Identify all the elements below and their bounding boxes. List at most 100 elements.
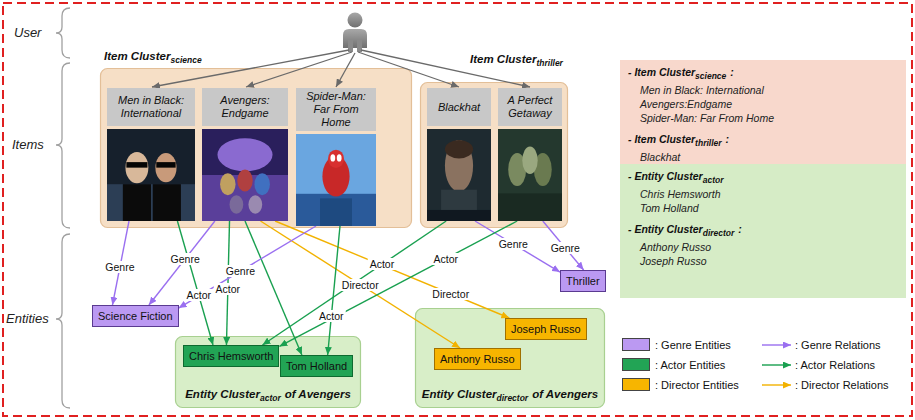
poster-shape	[296, 194, 376, 226]
poster-shape	[254, 173, 269, 195]
legend-arrow	[762, 344, 791, 345]
poster-shape	[125, 152, 148, 183]
movie-title-text: A Perfect Getaway	[500, 94, 560, 120]
poster-shape	[153, 184, 181, 221]
entity-name: Thriller	[566, 275, 600, 287]
list-heading: :	[730, 66, 734, 78]
title-subscript: thriller	[536, 58, 562, 68]
legend-arrow	[762, 364, 791, 365]
relation-label: Actor	[317, 310, 346, 322]
movie-item: Avengers: Endgame	[202, 88, 288, 221]
legend-swatch	[622, 338, 650, 351]
cluster-title-text: Entity Cluster	[422, 388, 497, 400]
legend-text: : Director Relations	[795, 378, 889, 392]
cluster-fill	[416, 309, 605, 408]
relation-arrow	[279, 221, 517, 346]
relation-arrow	[177, 221, 213, 345]
list-item: Spider-Man: Far From Home	[628, 112, 774, 124]
relation-arrow	[275, 221, 509, 318]
list-heading: - Item Cluster	[628, 133, 695, 145]
legend-arrow	[762, 384, 791, 385]
cluster-title: Item Clusterscience	[104, 49, 202, 67]
entity-name: Joseph Russo	[511, 323, 581, 335]
movie-title-text: Blackhat	[438, 101, 480, 114]
entity-box: Thriller	[560, 270, 606, 292]
movie-title: Men in Black: International	[107, 88, 195, 126]
poster-shape	[320, 198, 352, 226]
panel-line: Tom Holland	[628, 201, 898, 215]
cluster-list-panel: - Entity ClusteractorChris HemsworthTom …	[620, 164, 906, 298]
legend-text: : Genre Relations	[795, 338, 881, 352]
cluster-region: Item ClusterthrillerBlackhatA Perfect Ge…	[420, 82, 568, 228]
panel-line: - Entity Clusteractor	[628, 169, 898, 187]
poster-shape	[107, 129, 195, 221]
movie-title: Blackhat	[427, 88, 491, 126]
legend-text: : Actor Relations	[795, 358, 875, 372]
movie-title-text: Avengers: Endgame	[204, 94, 286, 120]
relation-arrow	[475, 221, 560, 272]
movie-poster	[296, 134, 376, 226]
title-subscript: science	[170, 55, 201, 65]
panel-line: - Entity Clusterdirector:	[628, 222, 898, 240]
layer-label: Entities	[6, 311, 49, 326]
layer-label: User	[14, 25, 41, 40]
title-subscript: director	[703, 228, 735, 238]
poster-shape	[330, 154, 335, 161]
relation-label: Genre	[497, 238, 530, 250]
legend-swatch	[622, 358, 650, 371]
cluster-region: Entity Clusteractorof AvengersChris Hems…	[175, 336, 361, 408]
title-subscript: thriller	[695, 138, 721, 148]
panel-line: - Item Clusterscience:	[628, 65, 898, 83]
relation-label: Actor	[368, 258, 397, 270]
poster-shape	[296, 134, 376, 226]
title-subscript: actor	[703, 175, 724, 185]
panel-line: - Item Clusterthriller:	[628, 132, 898, 150]
entity-name: Science Fiction	[98, 310, 173, 322]
movie-title: Avengers: Endgame	[202, 88, 288, 126]
poster-shape	[217, 138, 272, 171]
movie-poster	[427, 129, 491, 221]
cluster-fill	[101, 69, 412, 228]
list-item: Avengers:Endgame	[628, 98, 732, 110]
list-heading: :	[738, 223, 742, 235]
relation-arrow	[149, 221, 215, 305]
poster-shape	[427, 129, 491, 221]
poster-shape	[230, 195, 244, 213]
list-item: Men in Black: International	[628, 84, 764, 96]
list-heading: - Entity Cluster	[628, 223, 703, 235]
list-item: Tom Holland	[628, 202, 699, 214]
list-heading: - Item Cluster	[628, 66, 695, 78]
list-item: Joseph Russo	[628, 255, 707, 267]
poster-shape	[337, 154, 342, 161]
user-icon	[343, 13, 367, 53]
legend-swatch	[622, 378, 650, 391]
poster-shape	[427, 210, 491, 221]
cluster-title: Entity Clusteractorof Avengers	[175, 387, 361, 405]
cluster-fill	[176, 337, 361, 408]
poster-shape	[248, 195, 262, 213]
cluster-title-text: Item Cluster	[104, 50, 170, 62]
movie-title-text: Men in Black: International	[109, 94, 193, 120]
movie-item: Spider-Man: Far From Home	[296, 88, 376, 226]
movie-item: Men in Black: International	[107, 88, 195, 221]
movie-poster	[498, 129, 562, 221]
poster-shape	[328, 150, 344, 168]
relation-arrow	[328, 226, 340, 355]
movie-item: Blackhat	[427, 88, 491, 221]
cluster-title-text: Entity Cluster	[185, 388, 260, 400]
poster-shape	[156, 162, 175, 168]
poster-shape	[220, 173, 235, 195]
relation-label: Actor	[214, 283, 243, 295]
relation-arrow	[543, 221, 584, 270]
poster-shape	[126, 162, 147, 168]
movie-poster	[202, 129, 288, 221]
relation-label: Director	[340, 279, 381, 291]
title-subscript: director	[497, 393, 529, 403]
title-subscript: actor	[260, 393, 281, 403]
list-item: Anthony Russo	[628, 241, 711, 253]
cluster-title-text: of Avengers	[532, 388, 598, 400]
list-item: Blackhat	[628, 151, 680, 163]
relation-label: Genre	[224, 265, 257, 277]
panel-line: Joseph Russo	[628, 254, 898, 268]
